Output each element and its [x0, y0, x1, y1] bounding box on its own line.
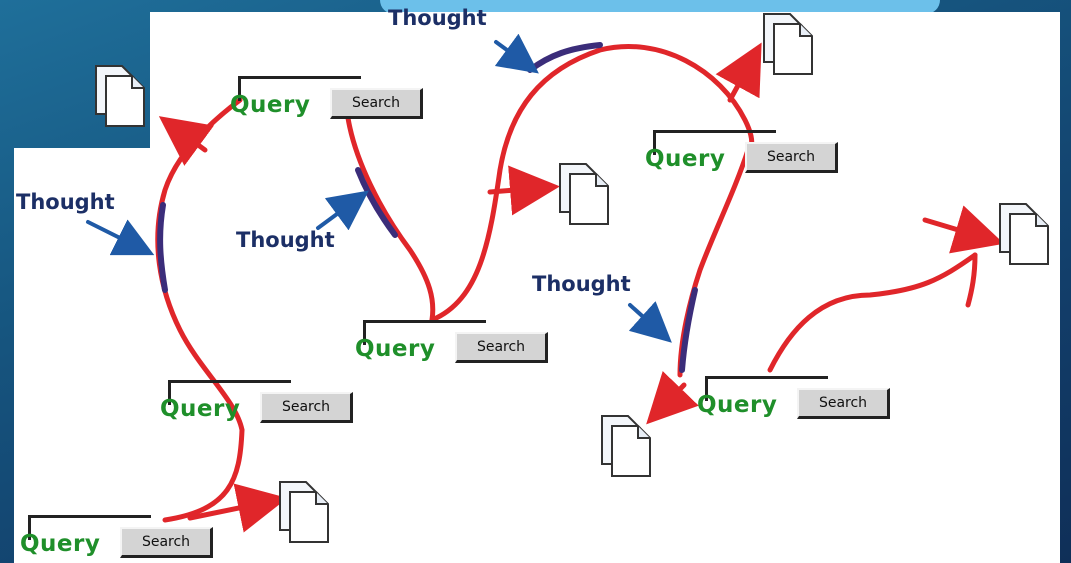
query-input[interactable] — [705, 376, 828, 401]
document-icon — [279, 481, 329, 543]
thought-label-4: Thought — [532, 272, 631, 296]
thought-label-2: Thought — [236, 228, 335, 252]
query-input[interactable] — [238, 76, 361, 101]
query-input[interactable] — [168, 380, 291, 405]
slide-accent-bar — [380, 0, 940, 14]
query-input[interactable] — [363, 320, 486, 345]
document-icon — [999, 203, 1049, 265]
diagram-panel-left — [14, 148, 164, 563]
query-box-2: Query Search — [645, 130, 860, 174]
thought-label-3: Thought — [388, 6, 487, 30]
query-box-5: Query Search — [697, 376, 912, 420]
search-button[interactable]: Search — [120, 527, 213, 558]
query-label: Query — [160, 396, 241, 422]
query-input[interactable] — [28, 515, 151, 540]
search-button[interactable]: Search — [455, 332, 548, 363]
thought-pointers — [86, 33, 672, 343]
result-arrows — [158, 42, 1005, 533]
search-button[interactable]: Search — [745, 142, 838, 173]
query-box-6: Query Search — [20, 515, 235, 559]
query-label: Query — [230, 92, 311, 118]
thought-label-1: Thought — [16, 190, 115, 214]
query-box-1: Query Search — [230, 76, 445, 120]
query-label: Query — [645, 146, 726, 172]
query-input[interactable] — [653, 130, 776, 155]
query-label: Query — [697, 392, 778, 418]
search-button[interactable]: Search — [260, 392, 353, 423]
query-box-3: Query Search — [355, 320, 570, 364]
search-button[interactable]: Search — [330, 88, 423, 119]
document-icon — [763, 13, 813, 75]
document-icon — [559, 163, 609, 225]
document-icon — [95, 65, 145, 127]
query-label: Query — [20, 531, 101, 557]
query-box-4: Query Search — [160, 380, 375, 424]
document-icon — [601, 415, 651, 477]
query-label: Query — [355, 336, 436, 362]
search-button[interactable]: Search — [797, 388, 890, 419]
